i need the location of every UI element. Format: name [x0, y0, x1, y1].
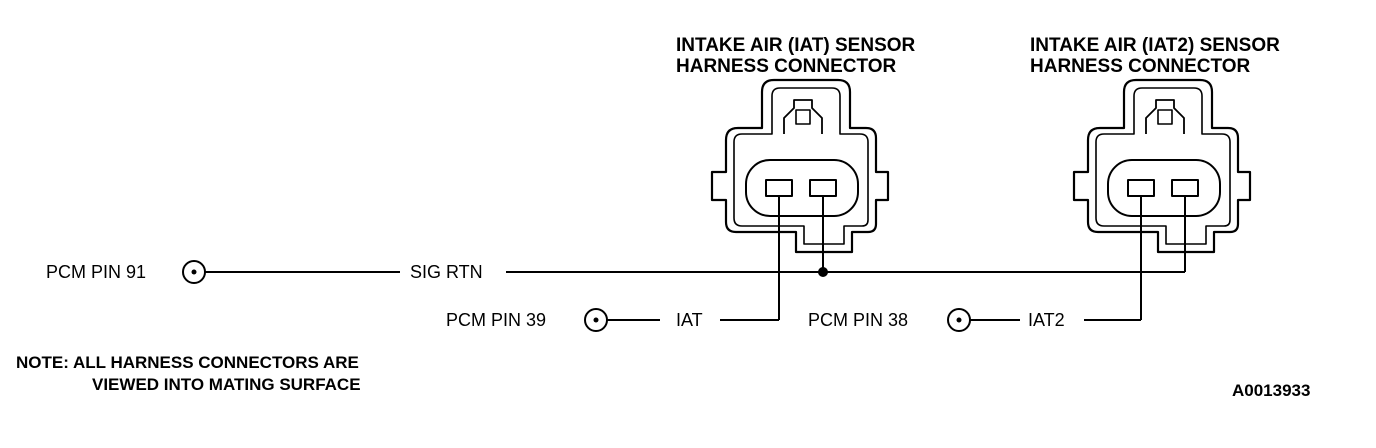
pcm-pin-91-label: PCM PIN 91 [46, 262, 146, 282]
pcm-pin-39-label: PCM PIN 39 [446, 310, 546, 330]
pcm-pin-39-terminal [584, 308, 608, 332]
sig-rtn-label: SIG RTN [410, 262, 483, 282]
iat2-connector-title-line2: HARNESS CONNECTOR [1030, 56, 1251, 77]
note-line2: VIEWED INTO MATING SURFACE [92, 375, 361, 394]
iat2-label: IAT2 [1028, 310, 1065, 330]
pcm-pin-91-terminal [182, 260, 206, 284]
note-line1: NOTE: ALL HARNESS CONNECTORS ARE [16, 353, 359, 372]
iat2-connector [1072, 78, 1252, 254]
pcm-pin-38-terminal [947, 308, 971, 332]
iat2-connector-title-line1: INTAKE AIR (IAT2) SENSOR [1030, 35, 1280, 56]
iat-connector [710, 78, 890, 254]
iat-connector-title-line2: HARNESS CONNECTOR [676, 56, 897, 77]
iat-connector-title-line1: INTAKE AIR (IAT) SENSOR [676, 35, 916, 56]
figure-id: A0013933 [1232, 381, 1310, 400]
pcm-pin-38-label: PCM PIN 38 [808, 310, 908, 330]
iat-label: IAT [676, 310, 703, 330]
splice-dot [818, 267, 828, 277]
